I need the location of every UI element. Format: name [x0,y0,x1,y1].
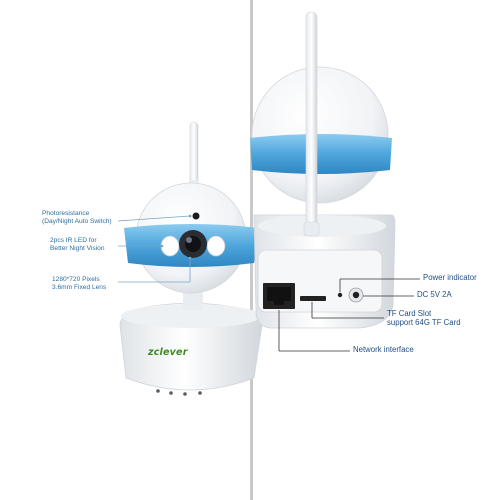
label-tf-card: TF Card Slot support 64G TF Card [387,309,461,328]
label-lens: 1280*720 Pixels 3.6mm Fixed Lens [52,276,122,291]
back-camera [250,11,396,329]
label-tf-card-line2: support 64G TF Card [387,317,461,327]
label-ir-led-line2: Better Night Vision [50,244,105,252]
label-dc: DC 5V 2A [417,290,452,299]
label-photoresistance-line2: (Day/Night Auto Switch) [42,217,112,225]
label-ir-led-line1: 2pcs IR LED for [50,237,97,244]
label-photoresistance: Photoresistance (Day/Night Auto Switch) [42,210,122,225]
ir-led-right [206,235,226,257]
back-antenna [303,11,320,237]
vent-dot [183,392,187,396]
vent-dot [156,389,160,393]
callout-lines [117,214,192,283]
label-lens-line2: 3.6mm Fixed Lens [52,283,107,291]
label-network: Network interface [353,345,414,354]
tf-card-slot [300,296,326,301]
label-lens-line1: 1280*720 Pixels [52,276,100,283]
front-base [119,302,263,396]
front-antenna [189,121,199,188]
brand-logo: zclever [148,347,188,358]
power-indicator-led [337,292,343,298]
photoresistor [192,212,200,220]
label-ir-led: 2pcs IR LED for Better Night Vision [50,237,122,252]
label-power-indicator: Power indicator [423,273,477,282]
label-photoresistance-line1: Photoresistance [42,210,90,217]
ethernet-port [263,283,295,309]
label-tf-card-line1: TF Card Slot [387,309,432,318]
back-blue-band [250,134,392,174]
vent-dot [198,391,202,395]
vent-dot [169,391,173,395]
callout-lines-right [278,278,420,352]
front-camera [119,121,263,396]
ir-led-left [160,235,180,257]
front-neck [183,288,203,310]
